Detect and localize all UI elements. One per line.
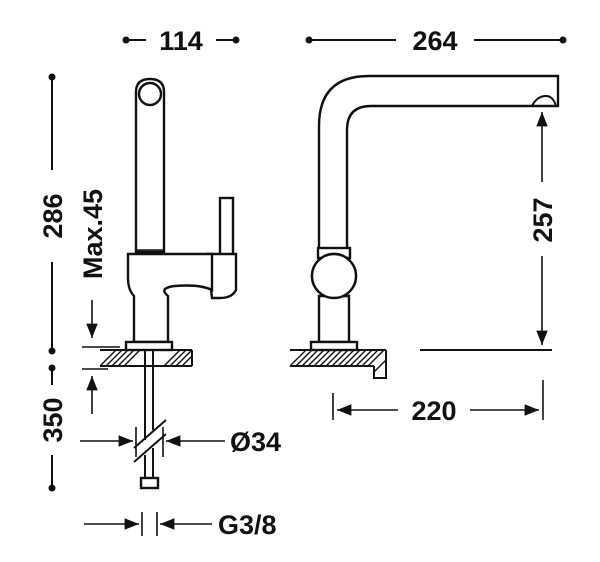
spout-height-label: 257 [528,197,558,242]
total-height-label: 286 [38,193,68,238]
dimension-lever-angle: Max.45 [78,189,120,414]
dimension-hose-length: 350 [38,364,68,492]
dimension-hole-diameter: Ø34 [80,427,281,457]
front-width-label: 264 [412,26,457,56]
dimension-connection: G3/8 [84,510,277,540]
hose-length-label: 350 [38,397,68,442]
faucet-front-view [289,74,560,379]
lever-angle-label: Max.45 [78,189,108,279]
dimension-front-width: 264 [305,26,567,56]
side-width-label: 114 [159,26,203,56]
dimension-spout-height: 257 [528,112,558,345]
connection-label: G3/8 [218,510,277,540]
faucet-side-view [99,77,238,490]
dimension-total-height: 286 [38,73,68,355]
reach-label: 220 [411,396,456,426]
dimension-reach: 220 [332,380,544,426]
dimension-side-width: 114 [122,26,240,56]
hole-diameter-label: Ø34 [230,427,281,457]
